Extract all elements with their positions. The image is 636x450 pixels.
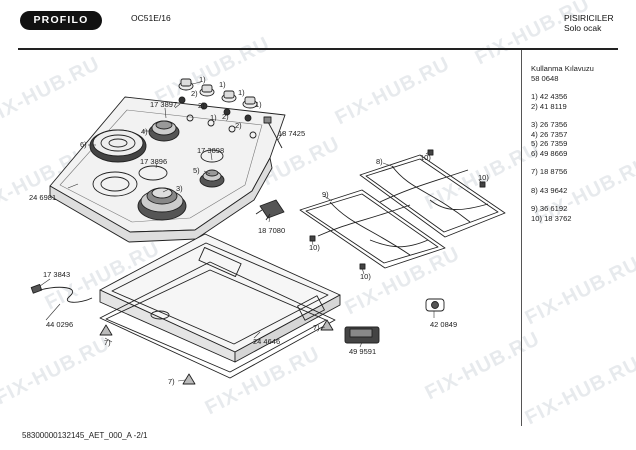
pan-support-right <box>359 154 506 238</box>
callout-1: 1) <box>219 80 226 89</box>
pan-support-left <box>299 189 446 269</box>
callout-4: 4) <box>141 127 148 136</box>
part-number-label: 44 0296 <box>46 320 74 329</box>
callout-9: 9) <box>322 190 329 199</box>
callout-2: 2) <box>235 121 242 130</box>
part-number-label: 42 0849 <box>430 320 458 329</box>
callout-8: 8) <box>376 157 383 166</box>
parts-list-item: 7) 18 8756 <box>531 167 568 176</box>
part-number-label: 18 7425 <box>278 129 306 138</box>
part-number-label: 17 3896 <box>140 157 168 166</box>
parts-list-item: 1) 42 4356 <box>531 92 568 101</box>
callout-1: 1) <box>210 113 217 122</box>
mounting-frame <box>99 261 336 379</box>
semi-rapid-burner <box>148 120 180 142</box>
callout-7: 7) <box>313 323 320 332</box>
parts-list-item: 6) 49 8669 <box>531 148 568 158</box>
callout-2: 2) <box>222 112 229 121</box>
burner-ring <box>92 171 138 197</box>
header-rule <box>18 48 618 50</box>
callout-10: 10) <box>360 272 371 281</box>
callout-7: 7) <box>104 338 111 347</box>
callout-10: 10) <box>420 153 431 162</box>
callout-7: 7) <box>168 377 175 386</box>
part-number-label: 18 7080 <box>258 226 286 235</box>
auxiliary-burner <box>199 169 225 188</box>
part-number-label: 24 6981 <box>29 193 57 202</box>
parts-list-item: 9) 36 6192 <box>531 204 568 213</box>
parts-list-item: 4) 26 7357 <box>531 129 568 139</box>
electric-plate <box>89 129 147 163</box>
panel-divider <box>521 50 522 426</box>
igniter-part <box>263 116 283 149</box>
parts-list-panel: Kullanma Kılavuzu 58 0648 1) 42 4356 2) … <box>531 64 594 223</box>
callout-1: 1) <box>238 88 245 97</box>
parts-list-item: 3) 26 7356 <box>531 120 568 129</box>
parts-list-item: 8) 43 9642 <box>531 185 568 195</box>
callout-3: 3) <box>176 184 183 193</box>
callout-10: 10) <box>478 173 489 182</box>
switch-block <box>255 199 285 221</box>
clip-part <box>344 326 380 344</box>
part-number-label: 49 9591 <box>349 347 377 356</box>
callout-1: 1) <box>199 75 206 84</box>
callout-6: 6) <box>80 140 87 149</box>
callout-5: 5) <box>193 166 200 175</box>
subcategory-title: Solo ocak <box>564 23 602 33</box>
callout-1: 1) <box>255 100 262 109</box>
manual-number: 58 0648 <box>531 73 559 83</box>
parts-list-item: 2) 41 8119 <box>531 101 567 111</box>
nozzle-part <box>425 298 445 312</box>
callout-2: 2) <box>191 89 198 98</box>
rapid-burner <box>137 187 187 221</box>
category-title: PISIRICILER <box>564 13 614 23</box>
burner-ring <box>200 149 224 163</box>
control-knobs <box>178 78 258 139</box>
parts-list-item: 10) 18 3762 <box>531 213 572 223</box>
part-number-label: 17 3897 <box>150 100 178 109</box>
part-number-label: 24 4646 <box>253 337 281 346</box>
part-number-label: 17 3898 <box>197 146 225 155</box>
part-number-label: 17 3843 <box>43 270 71 279</box>
burner-ring <box>100 176 130 192</box>
callout-2: 2) <box>198 101 205 110</box>
callout-10: 10) <box>309 243 320 252</box>
brand-logo: PROFILO <box>20 11 102 30</box>
base-housing <box>99 233 341 363</box>
power-cable <box>30 284 93 303</box>
leader-lines <box>39 81 484 382</box>
burner-ring <box>138 165 168 181</box>
manual-title: Kullanma Kılavuzu <box>531 64 594 73</box>
model-number: OC51E/16 <box>131 13 171 23</box>
foot <box>99 319 334 385</box>
document-id: 58300000132145_AET_000_A -2/1 <box>22 431 148 440</box>
parts-list-item: 5) 26 7359 <box>531 139 568 148</box>
